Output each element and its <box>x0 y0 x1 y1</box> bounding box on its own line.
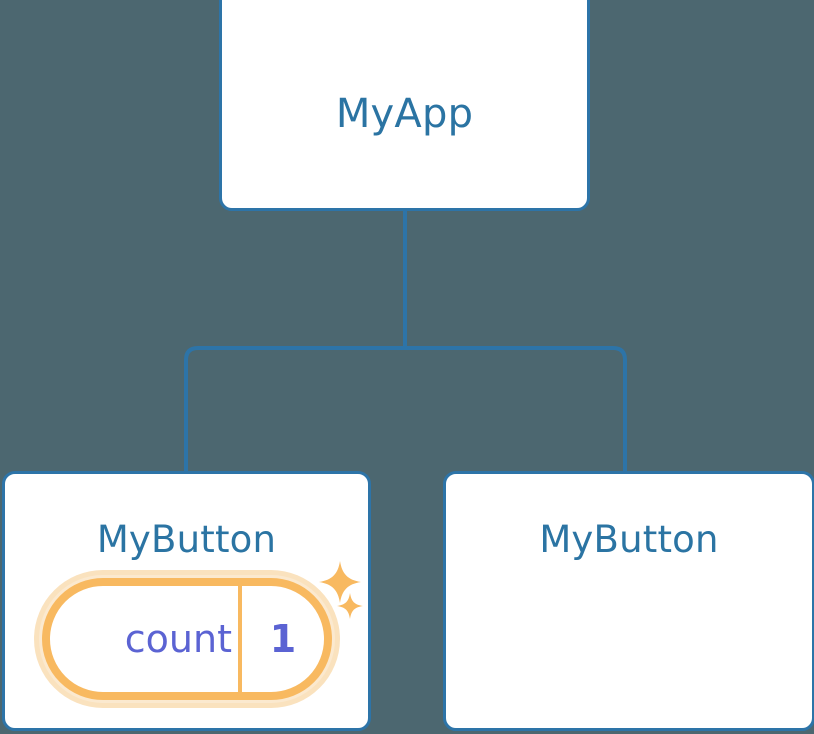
sparkle-large-icon <box>319 561 361 603</box>
connector-branch-right <box>405 346 627 472</box>
prop-pill-count-highlighted[interactable]: count 1 <box>34 570 340 708</box>
node-mybutton-left-title: MyButton <box>96 518 277 561</box>
sparkle-small-icon <box>337 593 363 619</box>
prop-value-label: 1 <box>238 586 324 692</box>
node-mybutton-right[interactable]: MyButton <box>443 471 814 731</box>
node-myapp-title: MyApp <box>335 91 474 137</box>
prop-pill-body: count 1 <box>42 578 332 700</box>
node-mybutton-right-title: MyButton <box>539 518 719 561</box>
prop-name-label: count <box>124 617 232 661</box>
connector-branch-left <box>184 346 405 472</box>
node-myapp[interactable]: MyApp <box>219 0 590 211</box>
